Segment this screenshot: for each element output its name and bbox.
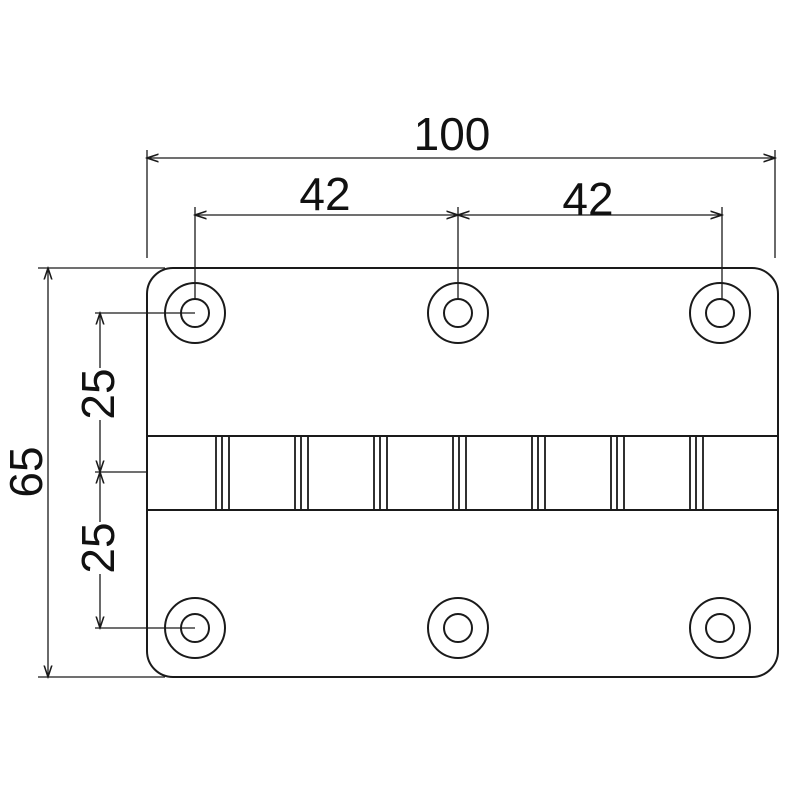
dimension-overall-height: 65 [0, 268, 165, 677]
hole-countersink [427, 597, 489, 659]
dimension-hole-to-axis: 25 25 [72, 313, 195, 628]
hole-bore [705, 613, 735, 643]
hole-countersink [689, 597, 751, 659]
dimension-overall-width: 100 [147, 108, 775, 258]
mounting-holes [164, 282, 751, 659]
mounting-hole [689, 282, 751, 344]
dimension-label-42-right: 42 [562, 173, 613, 225]
knuckle-lines [215, 436, 704, 510]
dimension-hole-spacing: 42 42 [195, 168, 722, 300]
hole-bore [443, 298, 473, 328]
hole-bore [705, 298, 735, 328]
dimension-label-25-upper: 25 [72, 368, 124, 419]
mounting-hole [427, 597, 489, 659]
dimension-label-100: 100 [414, 108, 491, 160]
dimension-label-65: 65 [0, 446, 52, 497]
dimension-label-25-lower: 25 [72, 522, 124, 573]
hole-countersink [689, 282, 751, 344]
mounting-hole [689, 597, 751, 659]
dimension-label-42-left: 42 [299, 168, 350, 220]
hole-bore [443, 613, 473, 643]
